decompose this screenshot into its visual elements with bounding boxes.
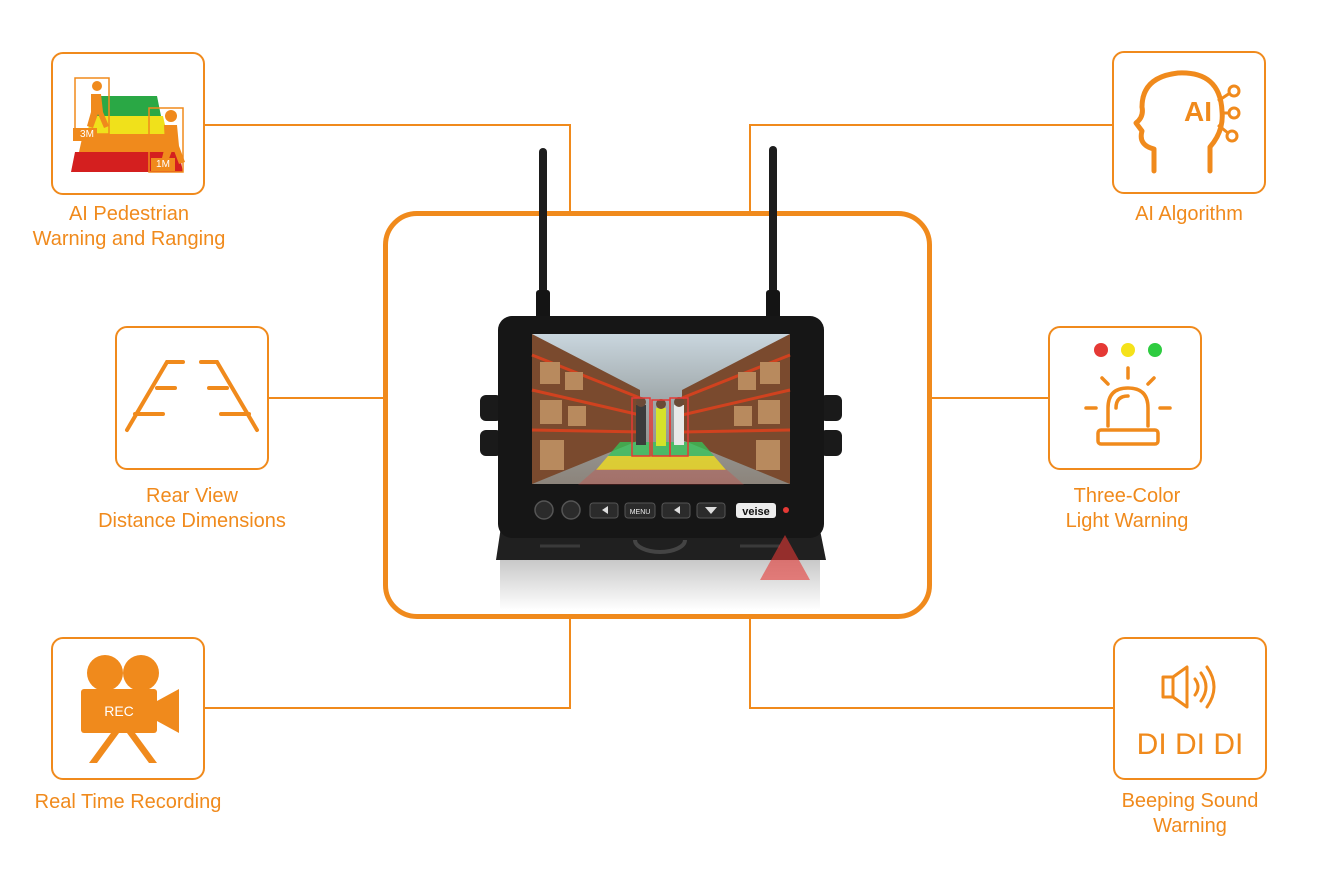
- feature-pedestrian-box: 3M 1M: [51, 52, 205, 195]
- ai-icon-text: AI: [1184, 96, 1212, 127]
- red-light-dot: [1094, 343, 1108, 357]
- distance-far-label: 3M: [80, 129, 94, 140]
- feature-light-warning-label: Three-Color Light Warning: [1065, 485, 1189, 532]
- video-camera-icon: [81, 655, 179, 763]
- pedestrian-zones-icon: [71, 77, 185, 173]
- yellow-light-dot: [1121, 343, 1135, 357]
- feature-ai-algorithm-label: AI Algorithm: [1135, 203, 1243, 225]
- feature-beeping-box: DI DI DI: [1113, 637, 1267, 780]
- feature-pedestrian-label: AI Pedestrian Warning and Ranging: [32, 203, 226, 250]
- feature-recording-box: REC: [51, 637, 205, 780]
- speaker-icon: [1161, 665, 1216, 709]
- beep-icon-text: DI DI DI: [1136, 728, 1244, 761]
- rec-icon-text: REC: [104, 703, 134, 719]
- feature-rear-view-box: [115, 326, 269, 470]
- pedestrians-on-screen: [631, 397, 689, 457]
- antenna-left: [536, 148, 550, 320]
- feature-beeping-label: Beeping Sound Warning: [1121, 790, 1259, 837]
- guide-lines-icon: [125, 360, 259, 432]
- button-panel: [534, 500, 789, 520]
- brand-logo: veise: [742, 506, 770, 518]
- feature-rear-view-label: Rear View Distance Dimensions: [98, 485, 286, 532]
- feature-light-warning-box: [1048, 326, 1202, 470]
- menu-button-label: MENU: [630, 509, 651, 516]
- feature-recording-label: Real Time Recording: [34, 791, 222, 813]
- green-light-dot: [1148, 343, 1162, 357]
- ai-head-icon: [1133, 70, 1241, 174]
- antenna-right: [766, 146, 780, 320]
- warehouse-shelves: [531, 334, 791, 484]
- feature-ai-algorithm-box: AI: [1112, 51, 1266, 194]
- beacon-light-icon: [1084, 343, 1172, 446]
- monitor-device: MENU veise: [480, 146, 842, 610]
- distance-near-label: 1M: [156, 159, 170, 170]
